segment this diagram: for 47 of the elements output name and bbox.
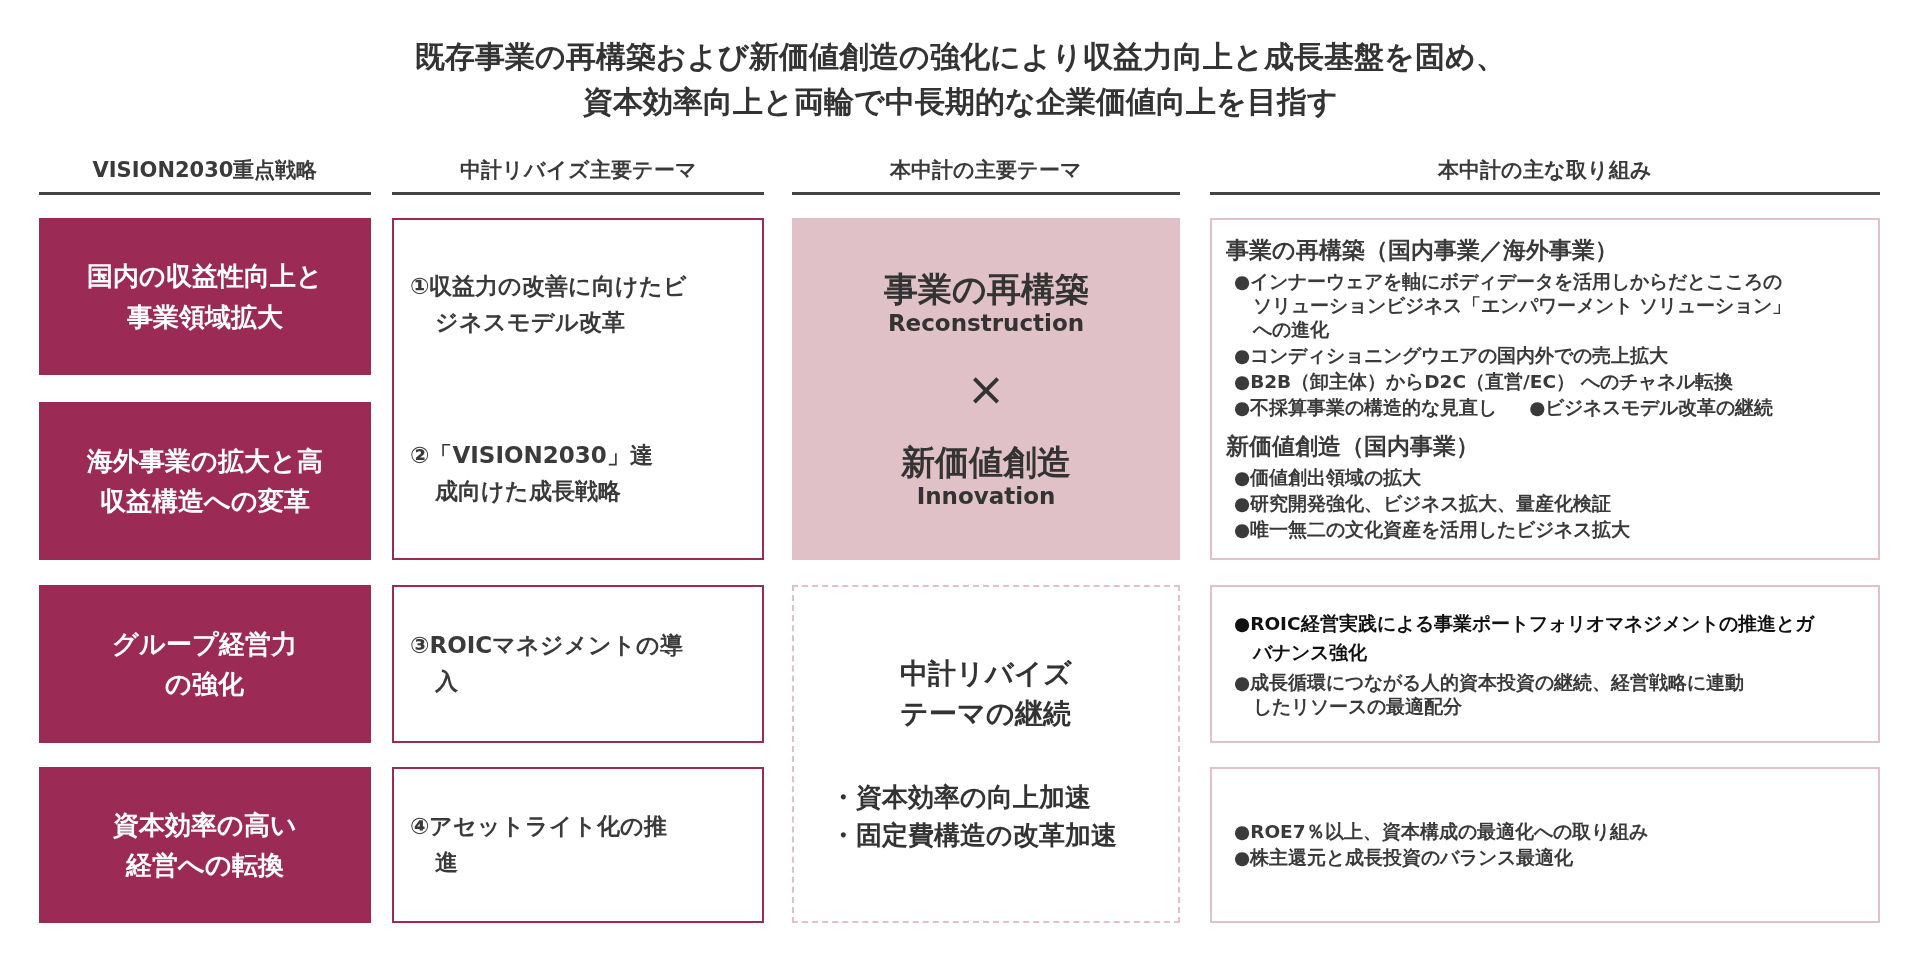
- bullet-text: ●研究開発強化、ビジネス拡大、量産化検証: [1234, 492, 1613, 517]
- bullet-text: ●B2B（卸主体）からD2C（直営/EC） へのチャネル転換: [1234, 369, 1735, 394]
- bullet-text: ●不採算事業の構造的な見直し: [1234, 396, 1498, 420]
- initiative-box: [1210, 767, 1880, 923]
- theme-text: ②「VISION2030」達成向けた成長戦略: [410, 440, 654, 506]
- main-theme-title: 新価値創造: [901, 442, 1071, 483]
- bullet-text: ●インナーウェアを軸にボディデータを活用しからだとこころのソリューションビジネス「エンパワーメント ソリューション」への進化: [1234, 269, 1792, 342]
- strategy-box: [39, 402, 371, 560]
- column-header: VISION2030重点戦略: [39, 156, 371, 195]
- bullet-text: ・資本効率の向上加速: [830, 780, 1092, 814]
- title: 既存事業の再構築および新価値創造の強化により収益力向上と成長基盤を固め、資本効率向上と両輪で中長期的な企業価値向上を目指す: [414, 38, 1506, 121]
- bullet-text: ●価値創出領域の拡大: [1234, 466, 1423, 491]
- strategy-box: [39, 218, 371, 375]
- english-subtitle: Reconstruction: [887, 310, 1085, 336]
- multiply-sign: ×: [966, 362, 1006, 416]
- section-heading: 新価値創造（国内事業）: [1226, 432, 1480, 462]
- theme-box: [392, 585, 764, 743]
- bullet-text: ●株主還元と成長投資のバランス最適化: [1234, 846, 1575, 870]
- strategy-text: グループ経営力の強化: [111, 627, 299, 701]
- bullet-text: ・固定費構造の改革加速: [830, 818, 1118, 852]
- bullet-text: ●ROIC経営実践による事業ポートフォリオマネジメントの推進とガバナンス強化: [1234, 612, 1816, 665]
- column-header: 本中計の主な取り組み: [1210, 156, 1880, 195]
- column-header: 中計リバイズ主要テーマ: [392, 156, 764, 195]
- strategy-box: [39, 585, 371, 743]
- theme-box: [392, 218, 764, 560]
- main-theme-box: [792, 218, 1180, 560]
- bullet-text: ●ビジネスモデル改革の継続: [1529, 396, 1774, 420]
- column-header: 本中計の主要テーマ: [792, 156, 1180, 195]
- bullet-text: ●ROE7％以上、資本構成の最適化への取り組み: [1234, 819, 1649, 844]
- theme-text: ③ROICマネジメントの導入: [410, 631, 685, 696]
- theme-box: [392, 767, 764, 923]
- strategy-text: 資本効率の高い経営への転換: [112, 808, 298, 882]
- strategy-text: 国内の収益性向上と事業領域拡大: [86, 260, 324, 334]
- strategy-text: 海外事業の拡大と高収益構造への変革: [86, 444, 324, 518]
- strategy-box: [39, 767, 371, 923]
- initiative-box: [1210, 218, 1880, 560]
- continuation-title: 中計リバイズテーマの継続: [899, 655, 1073, 733]
- main-theme-title: 事業の再構築: [883, 269, 1089, 310]
- theme-text: ④アセットライト化の推進: [410, 812, 669, 877]
- bullet-text: ●コンディショニングウエアの国内外での売上拡大: [1234, 343, 1670, 368]
- english-subtitle: Innovation: [916, 482, 1056, 509]
- bullet-text: ●成長循環につながる人的資本投資の継続、経営戦略に連動したリソースの最適配分: [1234, 670, 1746, 719]
- initiative-box: [1210, 585, 1880, 743]
- bullet-text: ●唯一無二の文化資産を活用したビジネス拡大: [1234, 518, 1632, 543]
- continuation-box: [792, 585, 1180, 923]
- section-heading: 事業の再構築（国内事業／海外事業）: [1226, 235, 1619, 265]
- theme-text: ①収益力の改善に向けたビジネスモデル改革: [410, 271, 689, 337]
